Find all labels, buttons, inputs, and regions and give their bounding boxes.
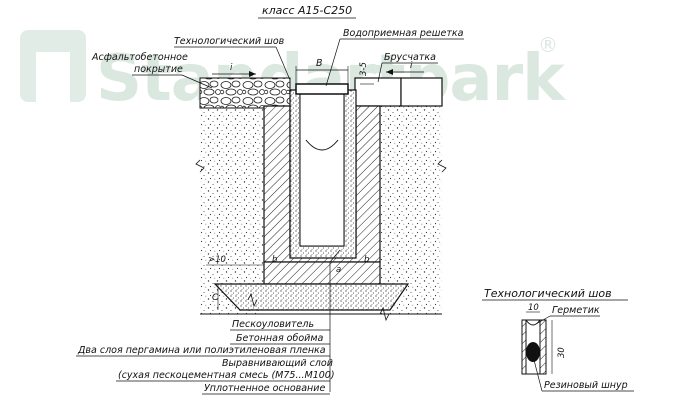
dim-10-label: >10 [208,255,226,265]
label-grate: Водоприемная решетка [343,28,464,39]
dim-c-label: C [212,293,218,303]
legend-item-3: Два слоя пергамина или полиэтиленовая пл… [77,345,326,356]
detail-dim-10: 10 [528,303,539,313]
detail-tech-seam: Технологический шов 10 30 Герметик Резин… [482,287,634,392]
slope-i-right: i [410,61,413,71]
layer-legend: Пескоуловитель Бетонная обойма Два слоя … [76,249,341,395]
dim-b-label: B [316,58,323,69]
grate [295,83,349,95]
soil-right [380,106,442,314]
watermark-registered: ® [538,33,558,57]
detail-title: Технологический шов [484,287,612,300]
slope-i-left: i [230,63,233,73]
legend-item-6: Уплотненное основание [204,383,325,394]
legend-item-4: Выравнивающий слой [222,358,333,369]
detail-dim-30: 30 [557,347,567,358]
drawing-title: класс А15-С250 [262,4,352,17]
legend-item-2: Бетонная обойма [236,333,324,344]
label-asphalt-2: покрытие [134,64,183,75]
paving-stones [354,77,443,107]
detail-sealant: Герметик [552,305,600,316]
label-asphalt-1: Асфальтобетонное [91,52,188,63]
legend-item-1: Пескоуловитель [232,319,314,330]
dim-a-label: a [336,265,341,275]
concrete-base [263,261,381,285]
asphalt-layer [199,77,291,109]
label-paving: Брусчатка [384,52,436,63]
dim-gap-label: 3-5 [359,62,369,76]
detail-cord: Резиновый шнур [544,380,628,391]
dim-b-left: b [272,255,277,265]
leveling-layer [213,283,410,311]
label-tech-seam: Технологический шов [174,36,285,47]
dim-b-right: b [364,255,369,265]
legend-item-5: (сухая пескоцементная смесь (М75...М100) [118,370,335,381]
